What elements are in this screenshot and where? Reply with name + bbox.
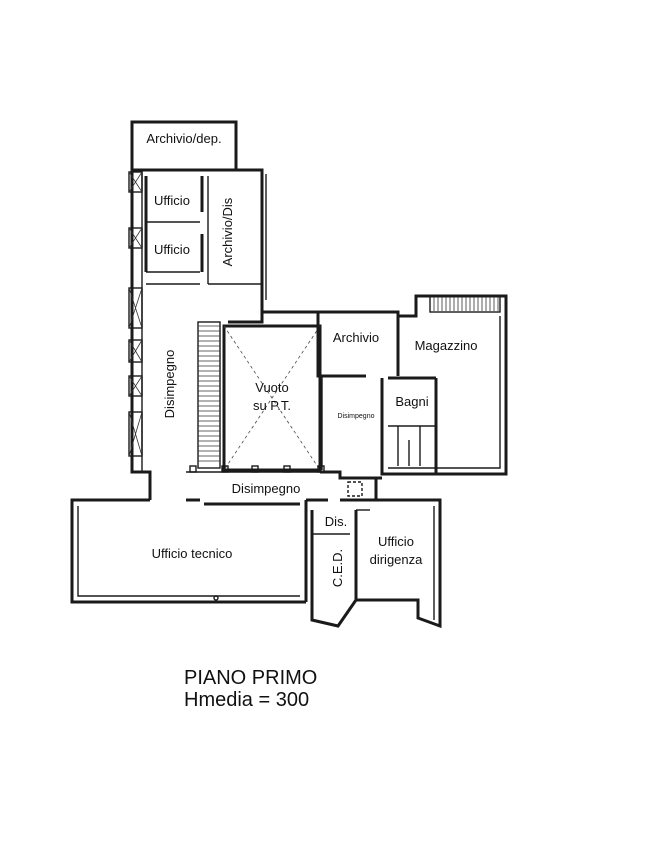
room-label-archivio: Archivio	[333, 330, 379, 345]
room-label-magazzino: Magazzino	[415, 338, 478, 353]
west-windows	[128, 171, 143, 457]
room-label-bagni: Bagni	[395, 394, 428, 409]
room-label-ufficio-1: Ufficio	[154, 193, 190, 208]
room-label-ufficio-2: Ufficio	[154, 242, 190, 257]
office-partitions	[144, 176, 262, 285]
room-label-ufficio-tecnico: Ufficio tecnico	[152, 546, 233, 561]
room-label-ced: C.E.D.	[330, 549, 345, 587]
room-label-archivio-dep: Archivio/dep.	[146, 131, 221, 146]
void-area	[186, 321, 326, 473]
room-label-ufficio-dirigenza-1: Ufficio	[378, 534, 414, 549]
magazzino-stair	[433, 297, 499, 311]
room-label-vuoto: Vuoto	[255, 380, 289, 395]
south-block-walls	[70, 478, 442, 629]
east-wing-walls	[316, 294, 508, 480]
plan-title: PIANO PRIMO	[184, 667, 317, 689]
room-label-disimpegno-vertical: Disimpegno	[162, 350, 177, 419]
room-label-su-pt: su P.T.	[253, 398, 291, 413]
room-label-disimpegno-horizontal: Disimpegno	[232, 481, 301, 496]
room-label-archivio-dis: Archivio/Dis	[220, 197, 235, 266]
staircase	[198, 325, 220, 462]
room-label-dis: Dis.	[325, 514, 347, 529]
plan-subtitle: Hmedia = 300	[184, 689, 309, 711]
room-label-disimpegno-small: Disimpegno	[338, 413, 375, 420]
room-label-ufficio-dirigenza-2: dirigenza	[370, 552, 424, 567]
